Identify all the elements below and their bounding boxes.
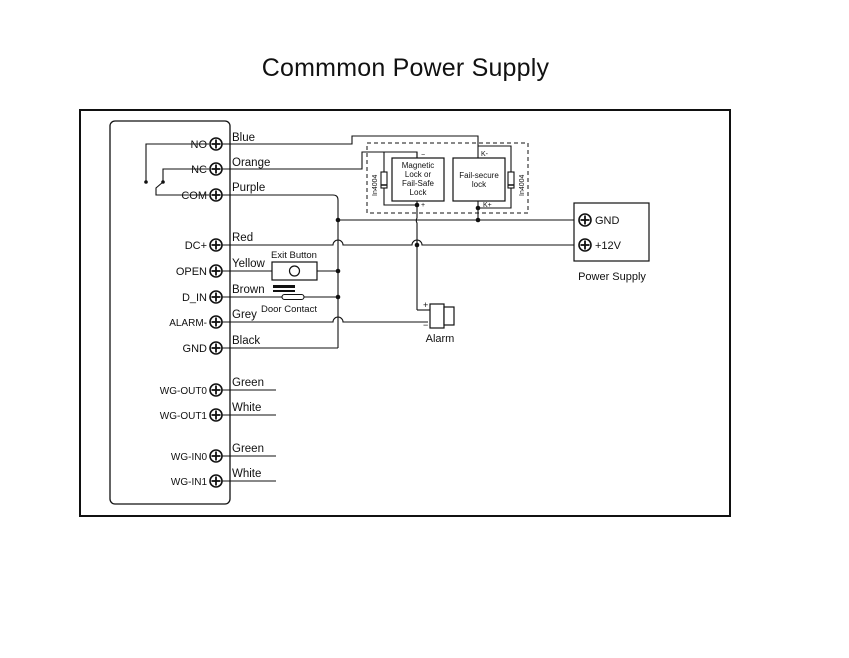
power-supply-label: Power Supply [578, 271, 646, 283]
diode-right-label: In4004 [519, 174, 526, 196]
magnetic-lock-line3: Fail-Safe [402, 179, 435, 188]
diode-left-label: In4004 [372, 174, 379, 196]
terminal-no: NO [191, 137, 223, 151]
wire-grey: Grey [222, 309, 428, 323]
diagram-frame [79, 109, 731, 517]
terminal-label-com: COM [181, 190, 207, 202]
wire-red: Red [222, 232, 576, 246]
controller-box [109, 120, 231, 505]
wire-green-out0: Green [222, 377, 276, 391]
terminal-label-d-in: D_IN [182, 292, 207, 304]
diagram-title: Commmon Power Supply [261, 54, 550, 82]
terminal-gnd: GND [183, 341, 223, 355]
magnetic-lock-line4: Lock [410, 188, 428, 197]
wire-brown: Brown [222, 284, 338, 298]
terminal-label-alarm-minus: ALARM- [169, 318, 207, 329]
relay-switch [144, 143, 209, 196]
failsecure-k-plus: K+ [483, 202, 492, 209]
wire-label-blue: Blue [232, 132, 255, 144]
alarm-plus: + [423, 300, 428, 310]
lock-assembly: Magnetic Lock or Fail-Safe Lock − + Fail… [366, 142, 529, 310]
terminal-wg-in0: WG-IN0 [171, 449, 223, 463]
terminal-label-nc: NC [191, 164, 207, 176]
wire-white-in1: White [222, 468, 276, 482]
wire-white-out1: White [222, 402, 276, 416]
failsecure-lock-line1: Fail-secure [459, 171, 499, 180]
gnd-bus [335, 217, 576, 300]
terminal-open: OPEN [176, 264, 223, 278]
exit-button-label: Exit Button [271, 250, 317, 261]
terminal-label-wg-in1: WG-IN1 [171, 477, 208, 488]
wire-label-white-in1: White [232, 468, 261, 480]
wire-label-green-in0: Green [232, 443, 264, 455]
wire-orange: Orange [222, 151, 418, 170]
magnetic-lock-box [391, 157, 445, 202]
wire-label-yellow: Yellow [232, 258, 266, 270]
wire-label-black: Black [232, 335, 260, 347]
door-contact: Door Contact [261, 285, 317, 315]
terminal-wg-out1: WG-OUT1 [160, 408, 223, 422]
terminal-alarm-minus: ALARM- [169, 315, 223, 329]
terminal-nc: NC [191, 162, 223, 176]
alarm: + − Alarm [417, 300, 455, 345]
wire-black: Black [222, 335, 338, 349]
terminal-label-no: NO [191, 139, 208, 151]
power-supply-12v-terminal [578, 238, 592, 252]
terminal-com: COM [181, 188, 223, 202]
terminal-wg-in1: WG-IN1 [171, 474, 223, 488]
terminal-label-dc-plus: DC+ [185, 240, 207, 252]
wire-yellow: Yellow [222, 258, 338, 272]
lock-dashed-frame [366, 142, 529, 214]
wire-label-orange: Orange [232, 157, 270, 169]
power-supply-box [573, 202, 650, 262]
terminal-label-gnd: GND [183, 343, 208, 355]
wire-blue: Blue [222, 132, 479, 146]
terminal-wg-out0: WG-OUT0 [160, 383, 223, 397]
wire-green-in0: Green [222, 443, 276, 457]
alarm-label: Alarm [426, 333, 455, 345]
terminal-label-wg-out1: WG-OUT1 [160, 411, 208, 422]
wire-label-purple: Purple [232, 182, 265, 194]
failsecure-k-minus: K- [481, 151, 489, 158]
exit-button: Exit Button [271, 250, 318, 281]
alarm-minus: − [423, 320, 428, 330]
magnetic-lock-line2: Lock or [405, 170, 432, 179]
failsecure-lock-line2: lock [472, 180, 487, 189]
wire-label-green-out0: Green [232, 377, 264, 389]
terminal-label-wg-in0: WG-IN0 [171, 452, 208, 463]
wire-purple: Purple [222, 182, 339, 348]
terminal-label-wg-out0: WG-OUT0 [160, 386, 208, 397]
power-supply: GND +12V Power Supply [573, 202, 650, 283]
magnetic-lock-minus: − [421, 152, 425, 159]
power-supply-12v-label: +12V [595, 240, 622, 252]
power-supply-gnd-terminal [578, 213, 592, 227]
terminal-label-open: OPEN [176, 266, 207, 278]
door-contact-label: Door Contact [261, 304, 317, 315]
wire-label-white-out1: White [232, 402, 261, 414]
failsecure-lock-box [452, 157, 506, 202]
wire-label-red: Red [232, 232, 253, 244]
power-supply-gnd-label: GND [595, 215, 620, 227]
terminal-dc-plus: DC+ [185, 238, 223, 252]
wire-label-brown: Brown [232, 284, 265, 296]
magnetic-lock-line1: Magnetic [402, 161, 434, 170]
wire-label-grey: Grey [232, 309, 257, 321]
magnetic-lock-plus: + [421, 202, 425, 209]
terminal-d-in: D_IN [182, 290, 223, 304]
